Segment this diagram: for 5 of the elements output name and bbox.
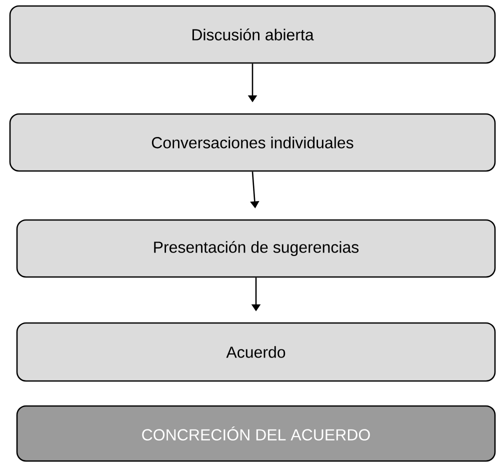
process-box: Conversaciones individuales xyxy=(9,113,496,172)
result-box: CONCRECIÓN DEL ACUERDO xyxy=(16,405,496,462)
process-box: Presentación de sugerencias xyxy=(16,219,496,278)
process-box: Discusión abierta xyxy=(9,5,496,64)
process-box: Acuerdo xyxy=(16,322,496,382)
